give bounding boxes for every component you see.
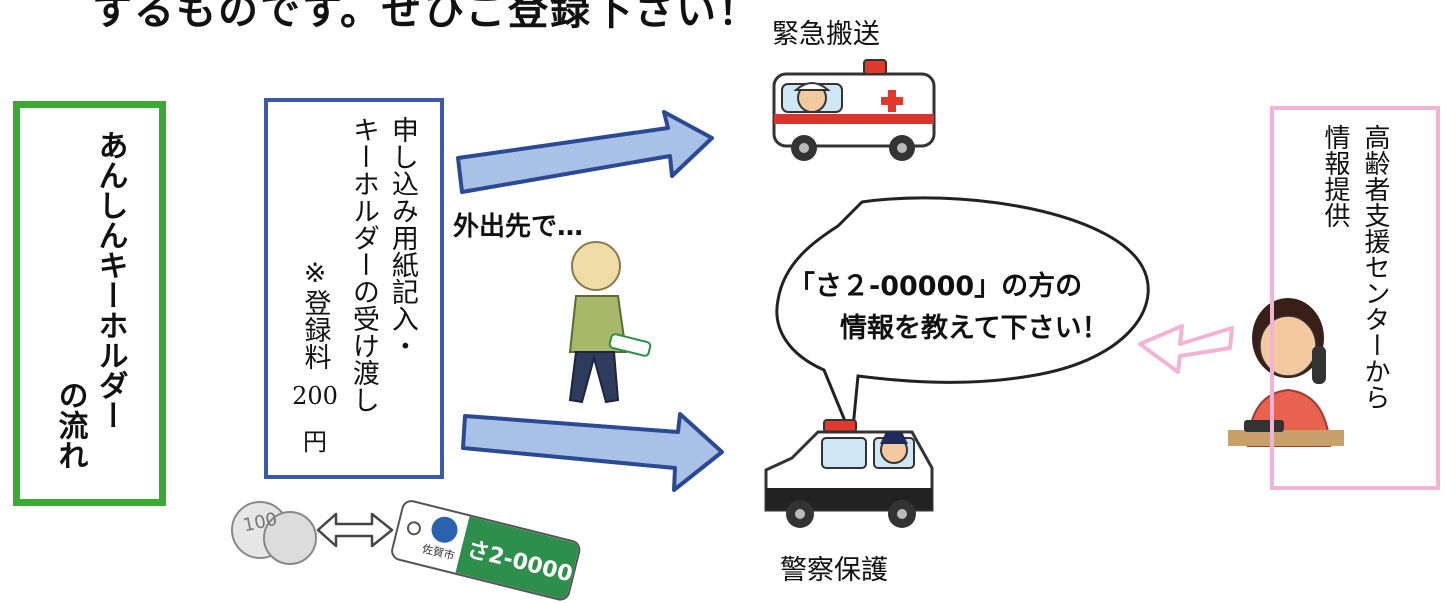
- arrow-to-ambulance: [456, 110, 714, 194]
- flow-title-line1: あんしんキーホルダー: [92, 130, 128, 430]
- support-center-line2: 情報提供: [1320, 124, 1350, 228]
- key-tag-hole: [405, 519, 423, 537]
- elderly-person-icon: [568, 241, 652, 404]
- bubble-line2: 情報を教えて下さい！: [840, 313, 1109, 344]
- exchange-arrow: [316, 512, 394, 548]
- registration-fee-label: ※登録料: [299, 258, 331, 370]
- emergency-transport-label: 緊急搬送: [772, 19, 880, 50]
- support-center-box: 高齢者支援センターから 情報提供: [1270, 106, 1440, 490]
- flow-title-box: あんしんキーホルダー の流れ: [13, 101, 166, 506]
- bubble-line1: 「さ２-00000」の方の: [788, 271, 1083, 302]
- coin-icons: [231, 501, 317, 565]
- arrow-to-police: [461, 412, 724, 492]
- police-protection-label: 警察保護: [780, 555, 888, 586]
- registration-fee-unit: 円: [303, 428, 327, 456]
- arrow-from-center: [1138, 324, 1234, 374]
- flow-title-line2: の流れ: [52, 380, 88, 470]
- key-tag-emblem-icon: [428, 513, 461, 546]
- procedure-step-form: 申し込み用紙記入・: [386, 116, 418, 359]
- police-car-icon: [764, 419, 934, 528]
- registration-fee-amount: 200: [292, 382, 338, 410]
- procedure-step-handover: キーホルダーの受け渡し: [347, 116, 379, 413]
- ambulance-icon: [772, 59, 936, 161]
- support-center-line1: 高齢者支援センターから: [1360, 124, 1390, 410]
- procedure-box: 申し込み用紙記入・ キーホルダーの受け渡し ※登録料 200 円: [264, 98, 444, 479]
- outing-label: 外出先で…: [453, 212, 584, 242]
- key-tag-city: 佐賀市: [420, 542, 456, 563]
- page-heading: するものです。ぜひご登録下さい！: [92, 0, 760, 34]
